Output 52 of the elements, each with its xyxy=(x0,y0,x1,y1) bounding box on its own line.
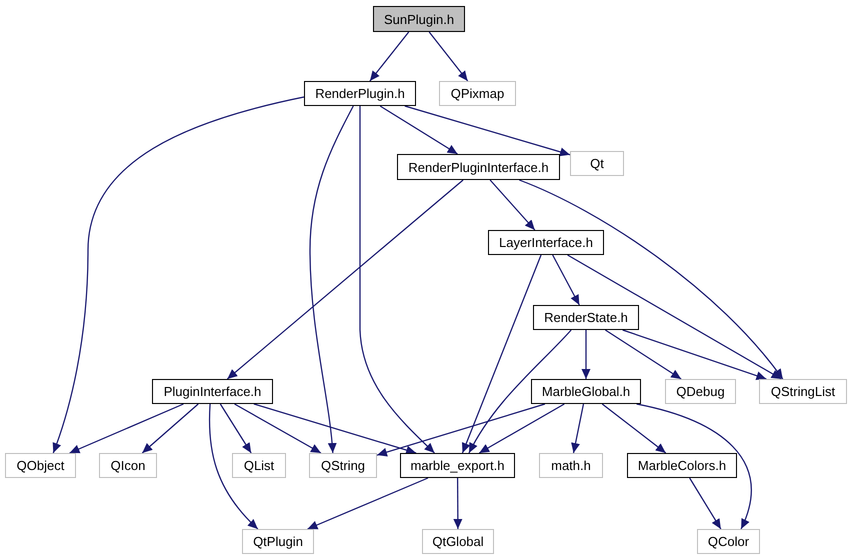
arrow xyxy=(220,404,252,454)
header-file-node: RenderPluginInterface.h xyxy=(397,154,560,180)
external-header-node: QList xyxy=(232,453,286,478)
arrow xyxy=(453,478,462,529)
external-header-node: Qt xyxy=(570,151,624,176)
arrow xyxy=(376,403,546,457)
current-file-node: SunPlugin.h xyxy=(373,6,465,32)
arrow xyxy=(52,96,304,454)
header-file-node: marble_export.h xyxy=(400,453,515,478)
arrow xyxy=(622,329,767,380)
arrow xyxy=(404,105,570,156)
external-header-node: QIcon xyxy=(99,453,157,478)
arrow xyxy=(567,254,782,380)
arrow xyxy=(462,254,542,454)
arrow xyxy=(226,180,464,380)
arrow xyxy=(380,106,458,155)
arrow xyxy=(602,404,666,454)
arrow xyxy=(552,254,580,306)
external-header-node: QPixmap xyxy=(439,81,516,106)
arrow xyxy=(69,403,184,454)
external-header-node: QDebug xyxy=(665,379,736,404)
external-header-node: math.h xyxy=(539,453,603,478)
external-header-node: QObject xyxy=(5,453,76,478)
arrow xyxy=(359,106,435,454)
external-header-node: QtGlobal xyxy=(422,529,494,554)
external-header-node: QtPlugin xyxy=(242,529,314,554)
header-file-node: PluginInterface.h xyxy=(152,379,273,404)
external-header-node: QColor xyxy=(697,529,760,554)
header-file-node: RenderPlugin.h xyxy=(304,81,416,106)
arrow xyxy=(478,403,565,454)
header-file-node: LayerInterface.h xyxy=(488,230,604,255)
arrow xyxy=(234,403,322,454)
arrow xyxy=(309,106,354,454)
arrow xyxy=(307,477,428,530)
arrow xyxy=(689,478,722,530)
arrow xyxy=(428,32,468,82)
arrow xyxy=(571,404,584,454)
arrow xyxy=(490,180,536,230)
arrow xyxy=(142,404,199,454)
external-header-node: QStringList xyxy=(759,379,847,404)
arrow xyxy=(369,32,410,82)
arrow xyxy=(636,403,752,530)
external-header-node: QString xyxy=(309,453,377,478)
arrow xyxy=(468,330,572,454)
header-file-node: MarbleGlobal.h xyxy=(531,379,641,404)
arrow xyxy=(208,404,258,530)
arrow xyxy=(254,403,416,454)
header-file-node: MarbleColors.h xyxy=(627,453,737,478)
arrow xyxy=(519,179,784,380)
arrow xyxy=(605,330,682,380)
header-file-node: RenderState.h xyxy=(533,305,639,330)
arrow xyxy=(582,330,590,379)
